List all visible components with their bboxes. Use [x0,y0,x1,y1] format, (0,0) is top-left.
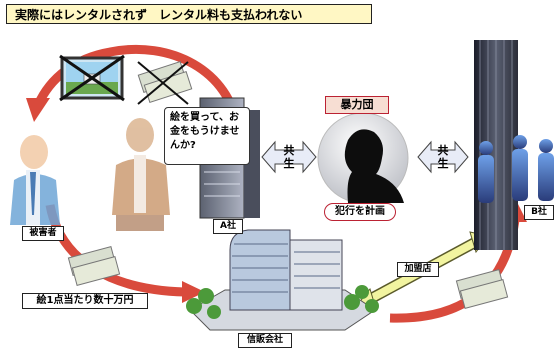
speech-bubble: 絵を買って、お 金をもうけませ んか? [164,107,250,165]
diagram-title: 実際にはレンタルされず レンタル料も支払われない [6,4,372,24]
kyosei-label-right: 共 生 [433,144,453,170]
gang-silhouette [317,112,409,204]
company-a-label: A社 [213,219,243,234]
speech-line-2: 金をもうけませ [170,126,240,137]
money-stack-right [455,269,509,309]
red-arrow-top-head [26,98,50,122]
victim-label: 被害者 [22,226,64,241]
kyosei-arrow-left [261,140,317,174]
red-arrow-top [33,44,243,131]
red-arrow-victim-credit-head [182,281,205,303]
painting-crossed [59,54,125,102]
member-store-label: 加盟店 [397,262,439,277]
company-b-people [478,135,554,203]
plan-label: 犯行を計画 [324,203,396,221]
kyosei-right-char-2: 生 [437,157,449,170]
company-b-label: B社 [524,205,554,220]
trees [186,285,379,319]
money-stack-left [67,246,121,286]
kyosei-arrow-right [417,140,469,174]
speech-line-1: 絵を買って、お [170,112,239,123]
victim-figure [10,135,60,225]
kyosei-left-char-2: 生 [283,157,295,170]
kyosei-label-left: 共 生 [279,144,299,170]
kyosei-left-char-1: 共 [283,144,295,157]
price-label: 絵1点当たり数十万円 [22,293,148,309]
speech-line-3: んか? [170,140,196,151]
salesman-figure [112,118,170,231]
gang-label: 暴力団 [325,96,389,114]
credit-company-building [189,229,376,331]
money-crossed [137,61,193,105]
kyosei-right-char-1: 共 [437,144,449,157]
credit-company-label: 信販会社 [238,333,292,348]
